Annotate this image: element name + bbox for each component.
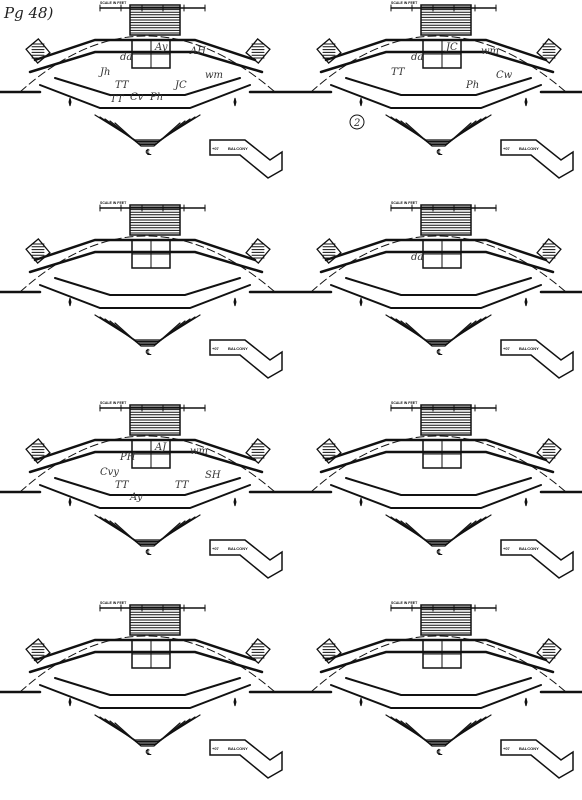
handwritten-annotation: da <box>411 52 423 63</box>
handwritten-annotation: Cv <box>130 92 144 103</box>
level-mark: +07 <box>503 346 511 351</box>
floor-plan-panel: SCALE IN FEET BALCONY +07 ℄ <box>0 600 291 800</box>
handwritten-annotation: TT <box>115 480 130 491</box>
level-mark: +07 <box>212 346 220 351</box>
handwritten-annotation: da <box>120 52 132 63</box>
handwritten-annotation: Cvy <box>100 467 119 478</box>
level-mark: +07 <box>212 746 220 751</box>
handwritten-annotation: Ay <box>129 492 143 503</box>
level-mark: +07 <box>503 546 511 551</box>
balcony-label: BALCONY <box>519 746 539 751</box>
floor-plan-panel: SCALE IN FEET BALCONY +07 ℄ <box>291 400 582 600</box>
scale-caption: SCALE IN FEET <box>391 401 418 405</box>
scale-caption: SCALE IN FEET <box>100 601 127 605</box>
centerline-mark: ℄ <box>145 348 152 357</box>
scale-caption: SCALE IN FEET <box>100 401 127 405</box>
page-label: Pg 48) <box>4 4 54 22</box>
level-mark: +07 <box>212 546 220 551</box>
handwritten-annotation: TT <box>110 94 125 105</box>
floor-plan-panel: SCALE IN FEET BALCONY +07 ℄ da <box>291 200 582 400</box>
scale-caption: SCALE IN FEET <box>391 201 418 205</box>
handwritten-annotation: Ph <box>149 92 163 103</box>
centerline-mark: ℄ <box>436 748 443 757</box>
handwritten-annotation: wm <box>481 46 499 57</box>
balcony-label: BALCONY <box>228 546 248 551</box>
handwritten-annotation: Jh <box>98 67 110 78</box>
floor-plan-panel: SCALE IN FEET BALCONY +07 ℄ <box>291 600 582 800</box>
handwritten-annotation: JC <box>173 80 187 91</box>
handwritten-annotation: AH <box>189 46 206 57</box>
scale-caption: SCALE IN FEET <box>100 201 127 205</box>
centerline-mark: ℄ <box>145 748 152 757</box>
centerline-mark: ℄ <box>436 348 443 357</box>
level-mark: +07 <box>212 146 220 151</box>
handwritten-annotation: TT <box>115 80 130 91</box>
circled-number: 2 <box>353 118 360 129</box>
level-mark: +07 <box>503 146 511 151</box>
floor-plan-panel: SCALE IN FEET BALCONY +07 ℄ <box>0 200 291 400</box>
handwritten-annotation: wm <box>205 70 223 81</box>
handwritten-annotation: TT <box>175 480 190 491</box>
scale-caption: SCALE IN FEET <box>391 601 418 605</box>
handwritten-annotation: SH <box>205 470 221 481</box>
handwritten-annotation: PH <box>119 452 136 463</box>
centerline-mark: ℄ <box>145 548 152 557</box>
centerline-mark: ℄ <box>436 548 443 557</box>
handwritten-annotation: JC <box>444 42 458 53</box>
level-mark: +07 <box>503 746 511 751</box>
handwritten-annotation: Ph <box>465 80 479 91</box>
balcony-label: BALCONY <box>228 146 248 151</box>
handwritten-annotation: AJ <box>154 442 167 453</box>
balcony-label: BALCONY <box>228 346 248 351</box>
handwritten-annotation: da <box>411 252 423 263</box>
handwritten-annotation: wm <box>190 446 208 457</box>
centerline-mark: ℄ <box>145 148 152 157</box>
balcony-label: BALCONY <box>519 146 539 151</box>
scale-caption: SCALE IN FEET <box>391 1 418 5</box>
balcony-label: BALCONY <box>519 546 539 551</box>
handwritten-annotation: Cw <box>496 70 513 81</box>
balcony-label: BALCONY <box>519 346 539 351</box>
scale-caption: SCALE IN FEET <box>100 1 127 5</box>
centerline-mark: ℄ <box>436 148 443 157</box>
handwritten-annotation: Ay <box>154 42 168 53</box>
balcony-label: BALCONY <box>228 746 248 751</box>
handwritten-annotation: TT <box>391 67 406 78</box>
